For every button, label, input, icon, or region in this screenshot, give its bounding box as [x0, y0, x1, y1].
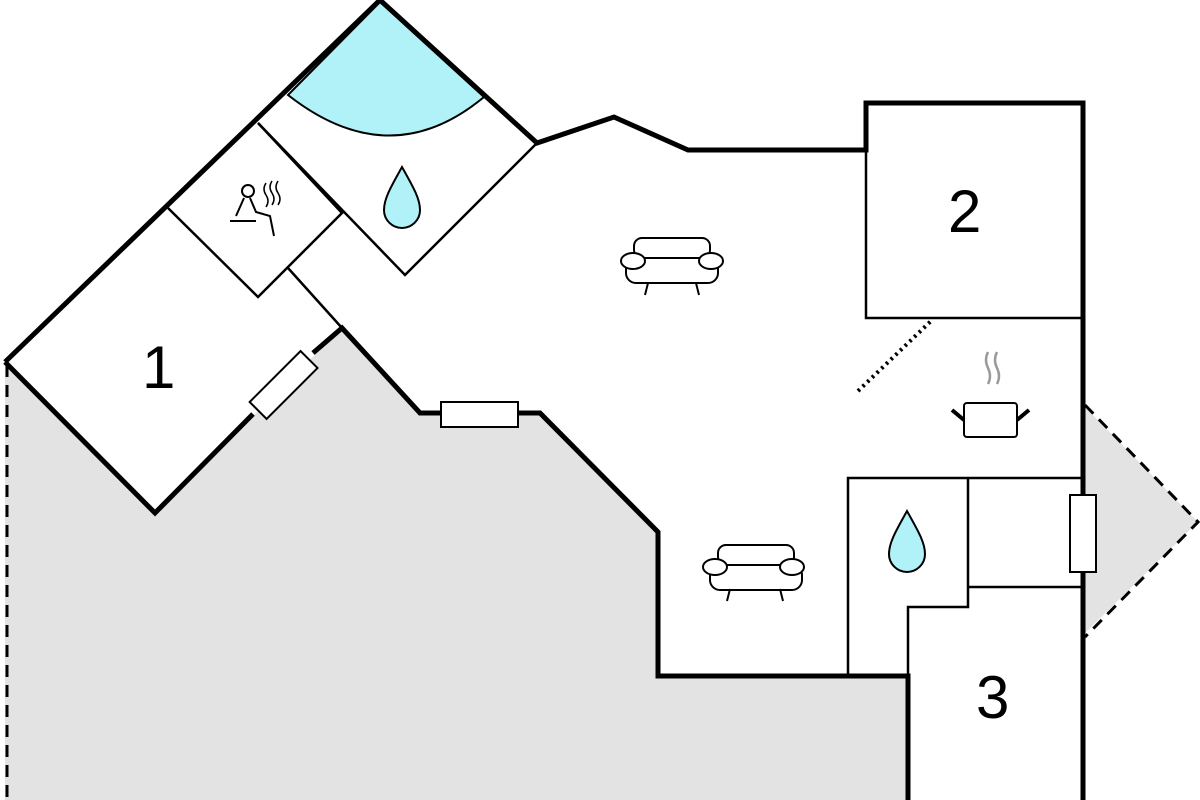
wall-bedroom1-top: [287, 267, 343, 329]
door-bedroom-1: [248, 349, 319, 421]
kitchen-counter-hatch: [856, 318, 934, 393]
wall-bathroom-lower: [846, 476, 1083, 676]
exterior-wall-southwest: [3, 360, 255, 517]
exterior-wall-south: [518, 410, 911, 800]
terrace-southwest: [5, 328, 908, 800]
sofa-icon: [620, 237, 724, 296]
cooking-pot-icon: [950, 351, 1031, 438]
water-drop-icon: [887, 508, 927, 573]
exterior-wall-bedroom1-southeast: [311, 324, 441, 416]
sofa-icon: [702, 544, 805, 602]
terrace-east: [1083, 405, 1198, 635]
room-label-1: 1: [142, 334, 175, 401]
door-living-south: [440, 401, 519, 428]
sauna-icon: [230, 180, 281, 237]
room-label-2: 2: [948, 178, 981, 245]
exterior-wall-north: [3, 0, 1086, 800]
terrace-east-dashed-edge: [1083, 403, 1200, 639]
room-label-3: 3: [976, 664, 1009, 731]
door-east-entrance: [1069, 494, 1097, 573]
wall-bathroom-upper: [257, 122, 538, 277]
wall-bedroom-2: [864, 150, 1083, 320]
hot-tub: [286, 0, 486, 137]
wall-hall: [906, 478, 970, 676]
water-drop-icon: [382, 164, 422, 229]
